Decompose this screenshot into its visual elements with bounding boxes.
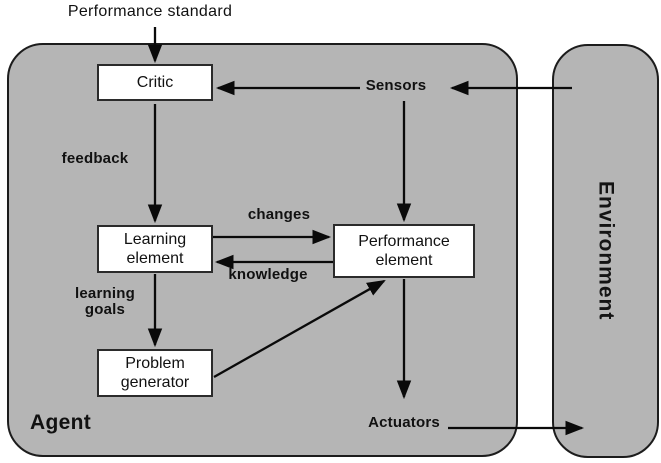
performance-standard-label: Performance standard <box>67 3 233 20</box>
feedback-label: feedback <box>61 150 129 167</box>
node-performance-element: Performance element <box>333 224 475 278</box>
learning-goals-label: learning goals <box>75 285 135 318</box>
changes-label: changes <box>247 206 311 223</box>
node-critic: Critic <box>97 64 213 101</box>
node-learning-element: Learning element <box>97 225 213 273</box>
environment-label: Environment <box>594 181 618 321</box>
environment-container: Environment <box>552 44 659 458</box>
arrow-problem-generator-to-performance-element <box>213 279 386 379</box>
knowledge-label: knowledge <box>228 266 308 283</box>
actuators-label: Actuators <box>368 414 440 431</box>
sensors-label: Sensors <box>365 77 427 94</box>
agent-label: Agent <box>30 411 91 434</box>
node-problem-generator: Problem generator <box>97 349 213 397</box>
